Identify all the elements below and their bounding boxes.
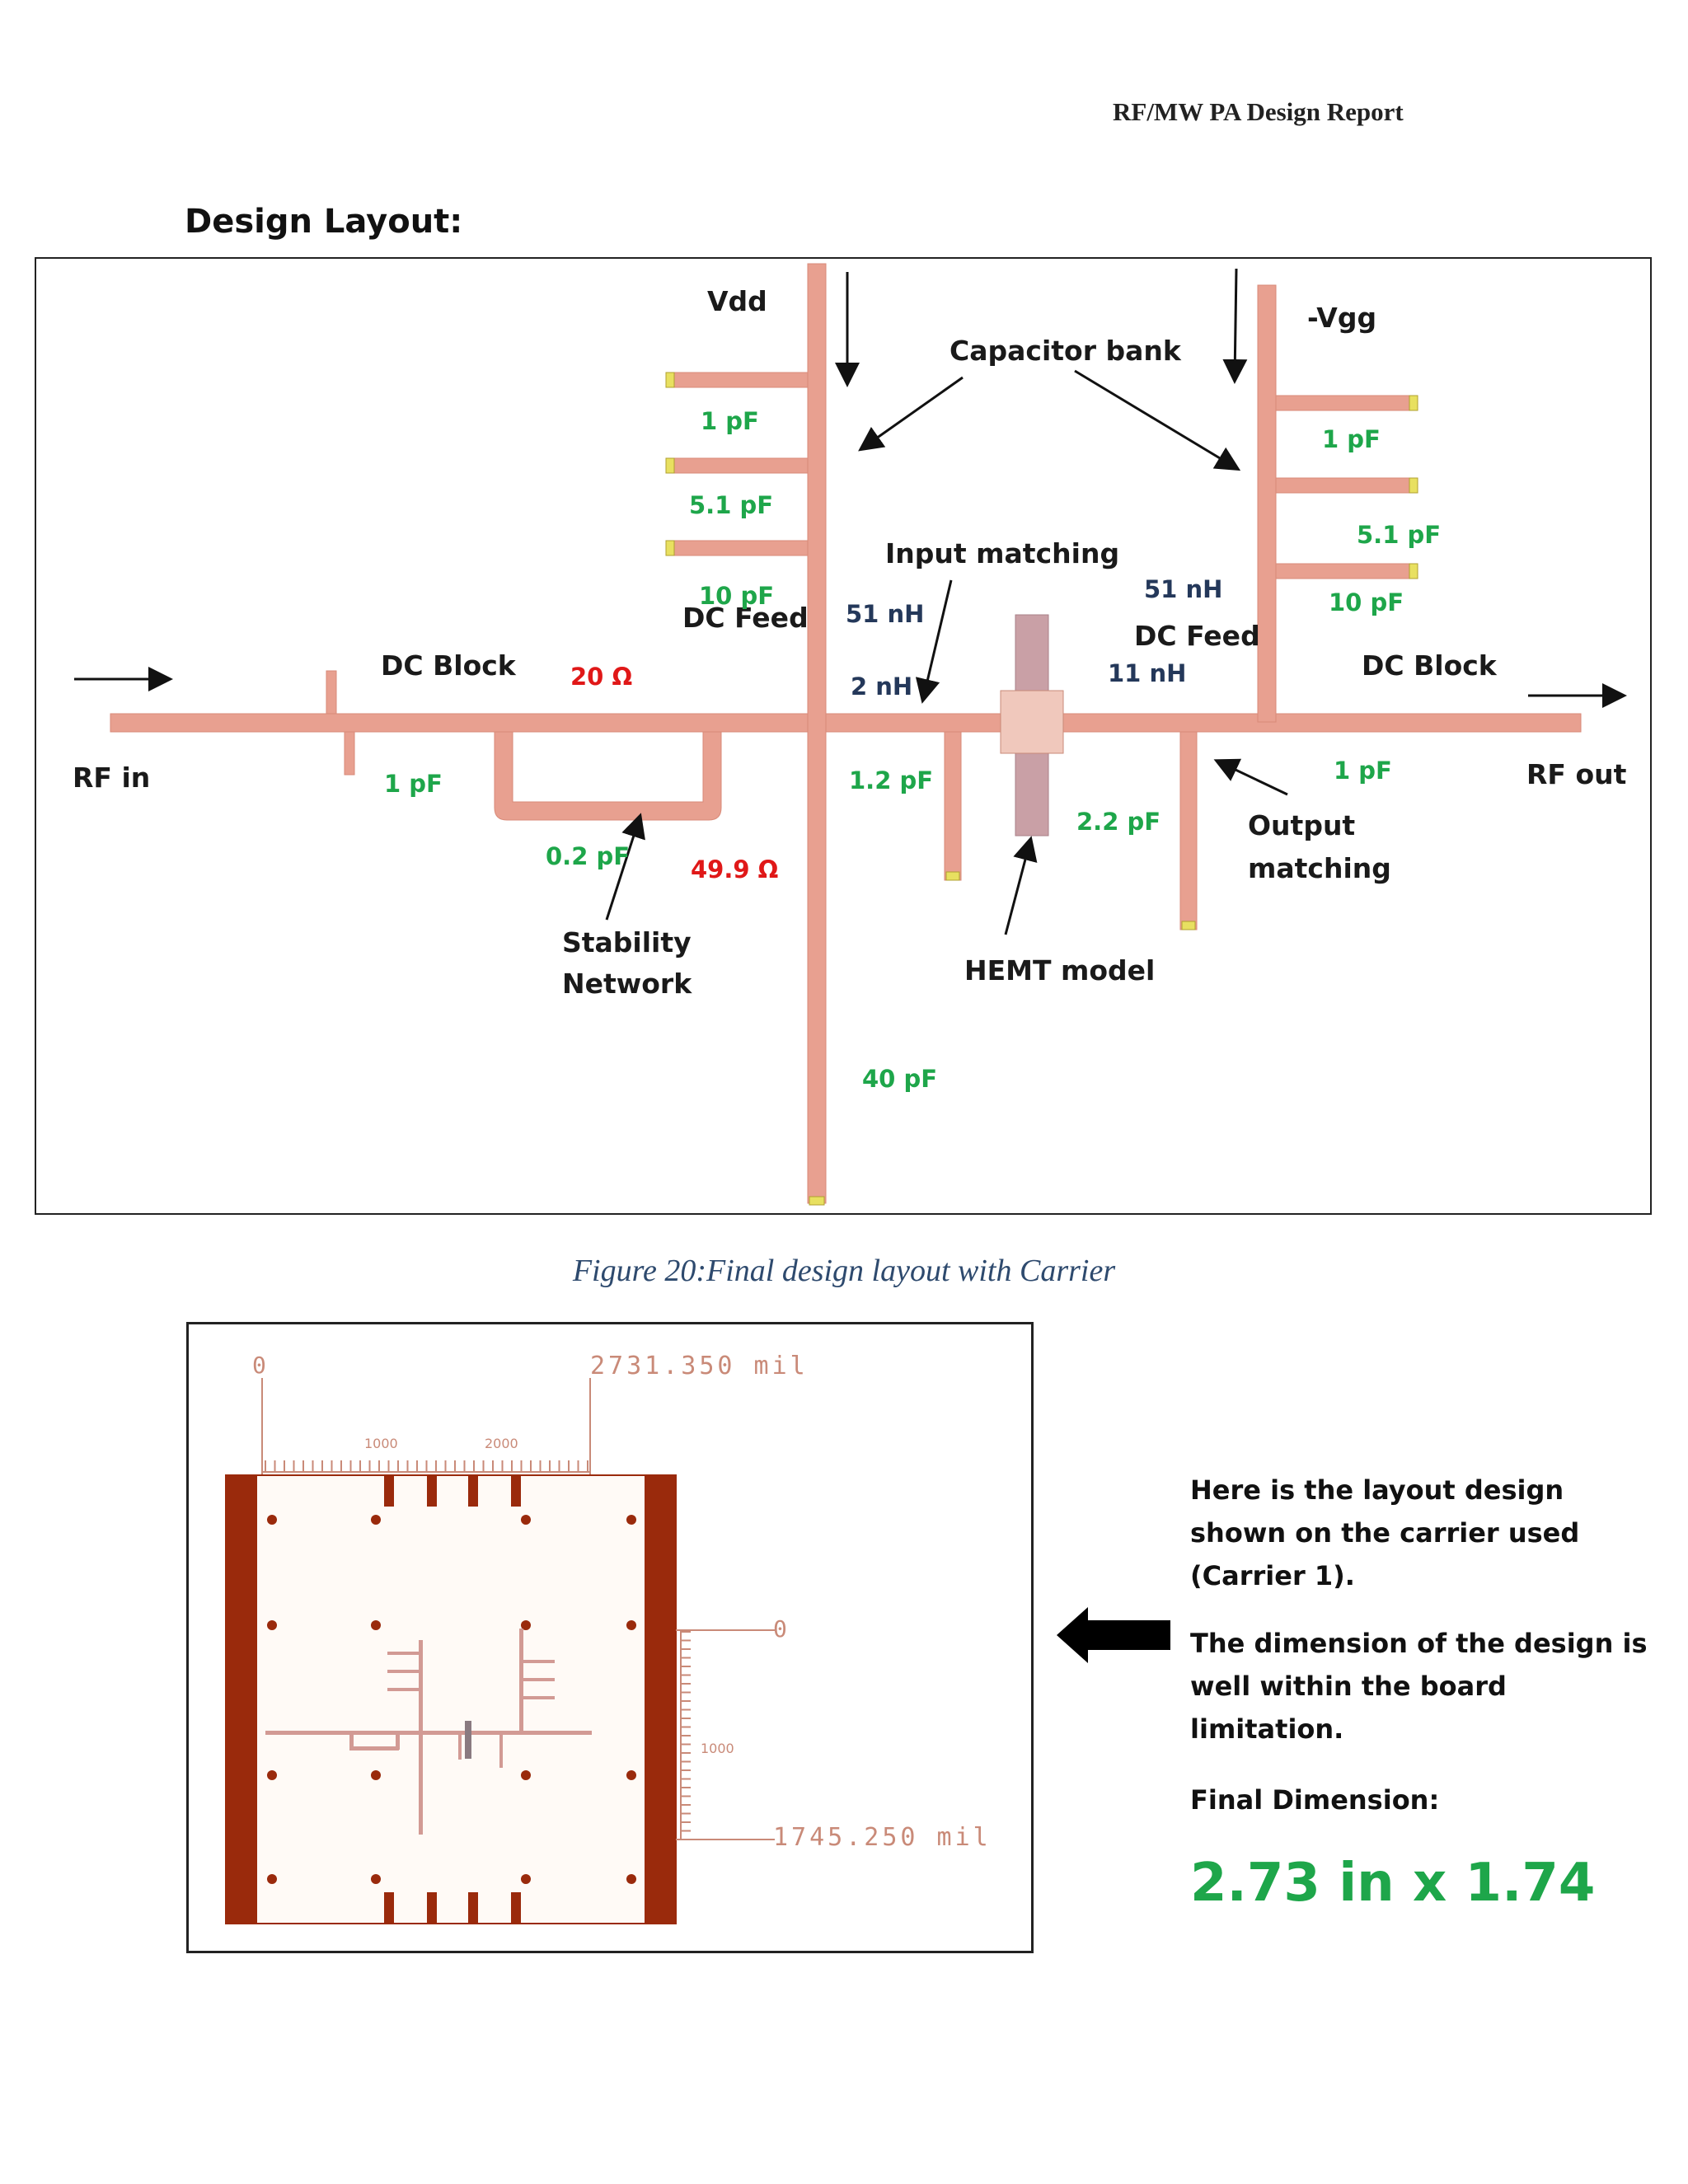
stability-arrow bbox=[605, 813, 645, 921]
rf-main-trace bbox=[110, 713, 1582, 733]
ruler-tick-1000: 1000 bbox=[364, 1436, 398, 1451]
final-dimension-value: 2.73 in x 1.74 bbox=[1190, 1853, 1596, 1914]
height-readout: 1745.250 mil bbox=[773, 1823, 992, 1852]
cap-40pf: 40 pF bbox=[862, 1065, 938, 1093]
output-matching-label-1: Output bbox=[1248, 809, 1356, 841]
dc-block-right-label: DC Block bbox=[1362, 649, 1497, 682]
big-left-arrow bbox=[1057, 1607, 1170, 1663]
cap-bank-arrow-left bbox=[858, 376, 964, 452]
carrier-board bbox=[225, 1474, 677, 1924]
ruler-origin: 0 bbox=[252, 1352, 266, 1379]
carrier-drawing bbox=[225, 1378, 775, 1924]
cap-1p2pf: 1.2 pF bbox=[849, 766, 934, 794]
input-match-arrow bbox=[915, 579, 953, 704]
capacitor-bank-label: Capacitor bank bbox=[950, 335, 1181, 367]
carrier-bar-left bbox=[226, 1475, 257, 1924]
dc-block-left-label: DC Block bbox=[381, 649, 516, 682]
rf-in-label: RF in bbox=[73, 762, 151, 794]
stability-network-label-2: Network bbox=[562, 968, 692, 1000]
cap-bank-arrow-right bbox=[1074, 369, 1241, 471]
cap-0p2pf: 0.2 pF bbox=[546, 842, 631, 870]
cap-1pf-in: 1 pF bbox=[384, 770, 443, 798]
ruler-ticks bbox=[265, 1460, 691, 1840]
cap-1pf-left: 1 pF bbox=[701, 407, 759, 435]
ind-51nh-right: 51 nH bbox=[1144, 575, 1223, 603]
stability-loop bbox=[494, 731, 722, 821]
input-matching-label: Input matching bbox=[885, 537, 1120, 569]
side-p2-line2: well within the board bbox=[1190, 1671, 1507, 1702]
side-p2-line1: The dimension of the design is bbox=[1190, 1628, 1648, 1659]
report-header: RF/MW PA Design Report bbox=[1113, 97, 1404, 126]
vertical-tick-1000: 1000 bbox=[701, 1741, 734, 1756]
output-match-stub bbox=[1179, 731, 1198, 930]
cap-5p1pf-left: 5.1 pF bbox=[689, 491, 774, 519]
section-title: Design Layout: bbox=[185, 203, 463, 241]
output-match-arrow bbox=[1213, 758, 1288, 796]
output-matching-label-2: matching bbox=[1248, 852, 1391, 884]
rf-out-label: RF out bbox=[1526, 758, 1627, 790]
vdd-label: Vdd bbox=[707, 285, 767, 317]
side-p1-line3: (Carrier 1). bbox=[1190, 1560, 1355, 1591]
res-49p9-ohm: 49.9 Ω bbox=[691, 855, 779, 883]
cap-10pf-left: 10 pF bbox=[699, 582, 775, 610]
ruler-tick-2000: 2000 bbox=[485, 1436, 518, 1451]
vertical-origin: 0 bbox=[773, 1615, 787, 1643]
cap-2p2pf: 2.2 pF bbox=[1076, 808, 1161, 836]
vgg-line bbox=[1257, 284, 1277, 723]
vgg-arrow bbox=[1222, 268, 1248, 384]
res-20-ohm: 20 Ω bbox=[570, 663, 633, 691]
side-p1-line1: Here is the layout design bbox=[1190, 1474, 1564, 1506]
side-p1-line2: shown on the carrier used bbox=[1190, 1517, 1580, 1549]
dc-block-stub bbox=[326, 670, 337, 715]
figure-caption: Figure 20:Final design layout with Carri… bbox=[572, 1254, 1116, 1288]
side-paragraph-1: Here is the layout design shown on the c… bbox=[1190, 1469, 1579, 1597]
dc-feed-right-label: DC Feed bbox=[1134, 620, 1260, 652]
ind-2nh: 2 nH bbox=[851, 673, 913, 701]
side-p2-line3: limitation. bbox=[1190, 1713, 1344, 1745]
cap-10pf-right: 10 pF bbox=[1329, 588, 1404, 616]
layout-figure-frame bbox=[35, 257, 1652, 1215]
hemt-arrow bbox=[1004, 836, 1038, 935]
cap-1pf-out: 1 pF bbox=[1334, 757, 1392, 785]
vdd-line bbox=[807, 263, 827, 1204]
cap-5p1pf-right: 5.1 pF bbox=[1357, 521, 1442, 549]
ind-51nh-left: 51 nH bbox=[846, 600, 925, 628]
stability-network-label-1: Stability bbox=[562, 926, 692, 958]
input-match-stub bbox=[944, 731, 962, 881]
dc-feed-left-label: DC Feed bbox=[682, 602, 809, 634]
cap-1pf-right: 1 pF bbox=[1322, 425, 1381, 453]
side-paragraph-2: The dimension of the design is well with… bbox=[1190, 1622, 1648, 1750]
carrier-figure-frame bbox=[186, 1322, 1034, 1953]
final-dimension-label: Final Dimension: bbox=[1190, 1784, 1440, 1816]
hemt-model-label: HEMT model bbox=[964, 954, 1156, 987]
carrier-bar-right bbox=[645, 1475, 676, 1924]
vgg-label: -Vgg bbox=[1307, 302, 1377, 334]
width-readout: 2731.350 mil bbox=[590, 1352, 809, 1380]
ind-11nh: 11 nH bbox=[1108, 659, 1187, 687]
